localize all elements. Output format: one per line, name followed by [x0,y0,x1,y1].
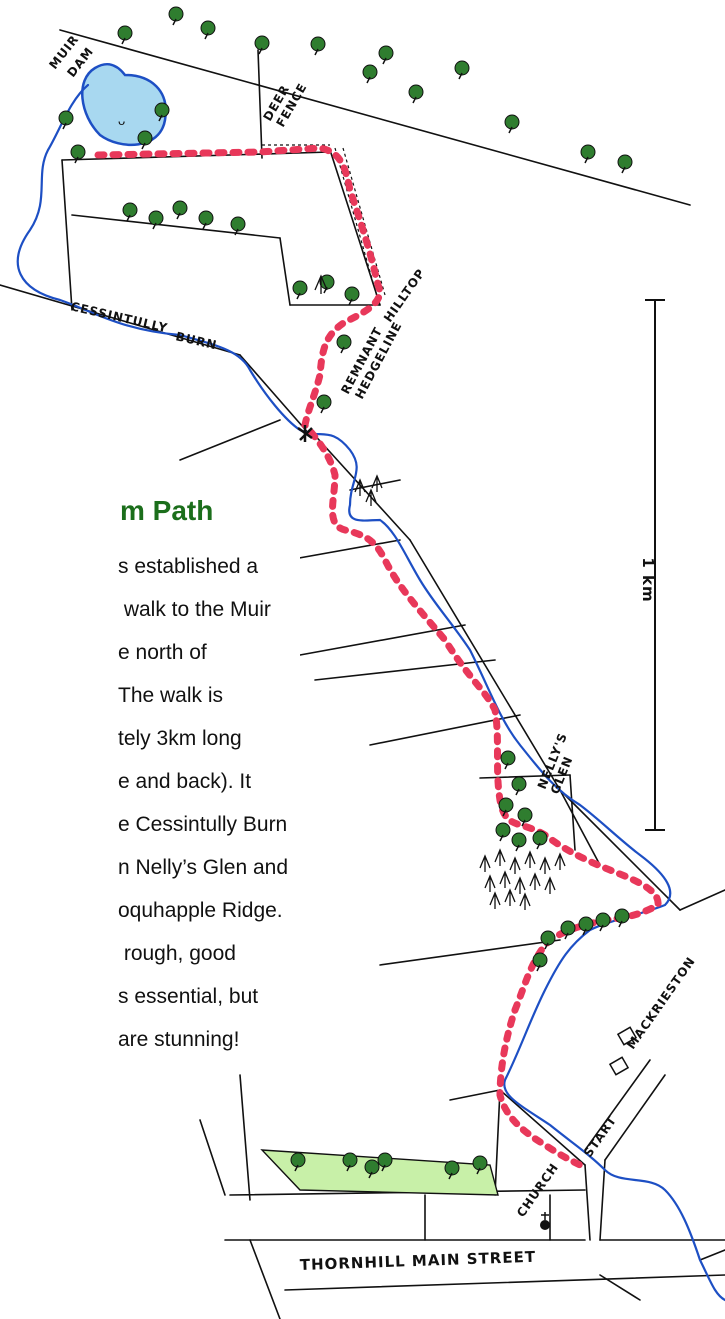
description-line: e and back). It [118,770,252,793]
description-line: s essential, but [118,985,259,1008]
label-start: START [581,1113,619,1160]
tree-icon [504,114,520,134]
description-line: n Nelly’s Glen and [118,856,289,879]
tree-icon [498,797,514,817]
info-panel: m Path s established a walk to the Muir … [0,495,300,1061]
tree-icon [168,6,184,26]
tree-icon [137,130,153,150]
label-thornhill-main-street: THORNHILL MAIN STREET [300,1248,537,1274]
tree-icon [500,750,516,770]
tree-icon [290,1152,306,1172]
description-line: s established a [118,555,259,578]
tree-icon [70,144,86,164]
tree-icon [617,154,633,174]
tree-icon [532,952,548,972]
tree-icon [540,930,556,950]
description-line: rough, good [118,942,236,965]
tree-icon [454,60,470,80]
green-field [260,1149,499,1196]
tree-icon [198,210,214,230]
conifer-plantation [314,274,566,910]
tree-icon [595,912,611,932]
muir-dam [81,62,168,147]
label-cessintully: CESSINTULLY [69,299,169,335]
trees [58,6,633,1180]
description-line: e north of [118,641,207,664]
tree-icon [580,144,596,164]
tree-icon [378,45,394,65]
tree-icon [578,916,594,936]
walk-title: m Path [120,495,214,526]
tree-icon [200,20,216,40]
tree-icon [336,334,352,354]
walk-path [94,144,662,1169]
tree-icon [377,1152,393,1172]
tree-icon [614,908,630,928]
tree-icon [342,1152,358,1172]
tree-icon [444,1160,460,1180]
tree-icon [511,832,527,852]
tree-icon [117,25,133,45]
church-icon [540,1212,550,1230]
tree-icon [362,64,378,84]
tree-icon [511,776,527,796]
tree-icon [122,202,138,222]
tree-icon [344,286,360,306]
label-burn: BURN [174,329,218,352]
tree-icon [310,36,326,56]
scale-bar [645,299,665,831]
tree-icon [148,210,164,230]
description-line: The walk is [118,684,224,707]
dam-island-marker: ᴗ [118,113,125,128]
building-icon [608,1026,638,1076]
tree-icon [316,394,332,414]
tree-icon [532,830,548,850]
tree-icon [517,807,533,827]
description-line: are stunning! [118,1028,240,1051]
tree-icon [408,84,424,104]
stile-icon [297,425,313,442]
scale-label: 1 km [639,557,657,602]
tree-icon [472,1155,488,1175]
label-hilltop: HILLTOP [381,266,428,325]
tree-icon [230,216,246,236]
description-line: walk to the Muir [118,598,271,621]
description-line: oquhapple Ridge. [118,899,283,922]
description-line: tely 3km long [118,727,242,750]
tree-icon [58,110,74,130]
cessintully-burn [16,83,725,1302]
description-line: e Cessintully Burn [118,813,288,836]
tree-icon [154,102,170,122]
label-mackrieston: MACKRIESTON [624,954,698,1052]
tree-icon [560,920,576,940]
tree-icon [364,1159,380,1179]
tree-icon [292,280,308,300]
tree-icon [172,200,188,220]
tree-icon [495,822,511,842]
tree-icon [254,35,270,55]
